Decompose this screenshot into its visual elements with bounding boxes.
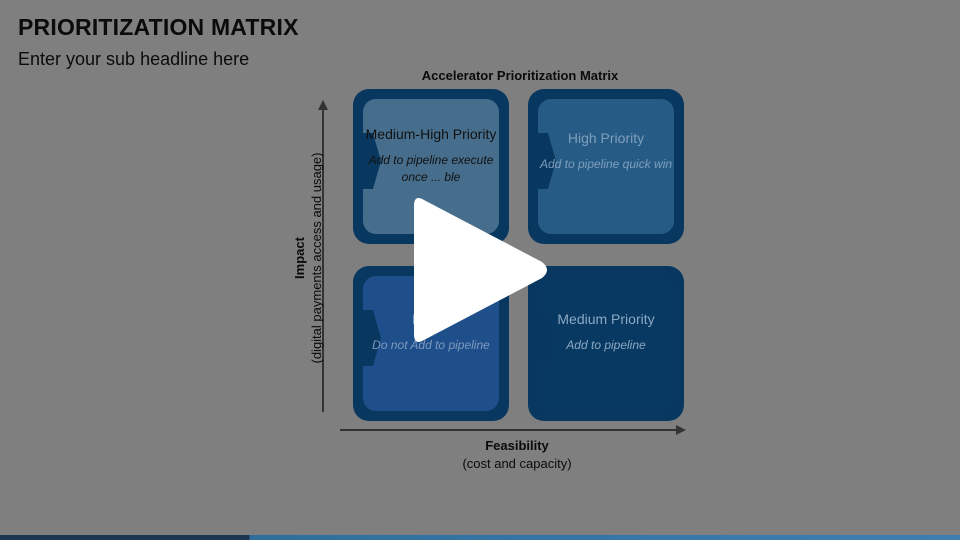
slide-title: PRIORITIZATION MATRIX	[18, 14, 299, 40]
slide-subtitle: Enter your sub headline here	[18, 49, 250, 69]
quadrant-medium-priority: Medium Priority Add to pipeline	[528, 266, 684, 421]
y-axis-title: Impact	[292, 237, 307, 279]
chevron-right-icon	[363, 133, 381, 189]
quadrant-detail: Add to pipeline	[566, 338, 646, 352]
play-icon[interactable]	[408, 190, 552, 350]
quadrant-detail: Add to pipeline execute once ... ble	[368, 153, 494, 184]
x-axis-arrow	[340, 425, 686, 435]
progress-bar[interactable]	[0, 535, 960, 540]
quadrant-high-panel	[538, 99, 674, 234]
y-axis-arrow	[318, 100, 328, 412]
quadrant-heading: High Priority	[567, 130, 645, 146]
quadrant-medium-high-priority: Medium-High Priority Add to pipeline exe…	[353, 89, 509, 244]
matrix-title: Accelerator Prioritization Matrix	[421, 68, 619, 83]
y-axis-label: Impact (digital payments access and usag…	[291, 152, 325, 363]
chevron-right-icon	[538, 310, 556, 366]
x-axis-subtitle: (cost and capacity)	[462, 456, 572, 471]
chevron-right-icon	[538, 133, 556, 189]
quadrant-detail: Do not Add to pipeline	[372, 338, 490, 352]
chevron-right-icon	[363, 310, 381, 366]
quadrant-detail: Add to pipeline quick win	[539, 157, 673, 171]
quadrant-high-priority: High Priority Add to pipeline quick win	[528, 89, 684, 244]
quadrant-medium-panel	[538, 276, 674, 411]
x-axis-label: Feasibility (cost and capacity)	[400, 437, 634, 473]
quadrant-heading: Medium-High Priority	[365, 126, 497, 142]
quadrant-heading: Medium Priority	[557, 311, 655, 327]
x-axis-title: Feasibility	[485, 438, 549, 453]
y-axis-subtitle: (digital payments access and usage)	[309, 152, 324, 364]
